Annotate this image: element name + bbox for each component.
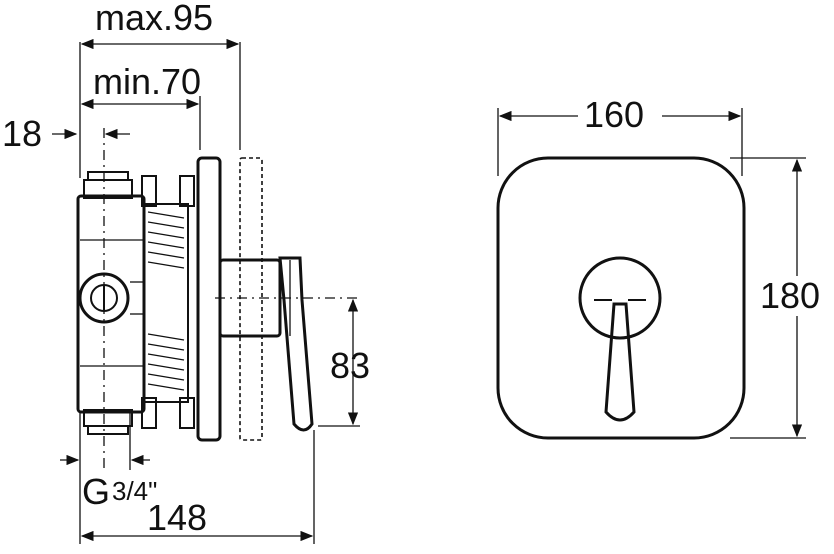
dimension-max-95: max.95 bbox=[79, 0, 241, 178]
rosette bbox=[578, 256, 662, 340]
label-thread-fraction: 3/4" bbox=[112, 476, 157, 506]
label-thread-g: G bbox=[82, 471, 110, 512]
dimension-148: 148 bbox=[79, 430, 315, 544]
handle-side bbox=[218, 256, 314, 432]
lever-handle-front bbox=[594, 299, 646, 422]
label-max-95: max.95 bbox=[95, 0, 213, 38]
label-160: 160 bbox=[584, 94, 644, 135]
dimension-min-70: min.70 bbox=[80, 61, 201, 150]
dimension-18: 18 bbox=[2, 113, 130, 154]
dimension-160: 160 bbox=[497, 90, 743, 176]
side-view: max.95 min.70 18 bbox=[2, 0, 370, 544]
threaded-sleeve bbox=[141, 175, 195, 429]
dimension-thread: G 3/4" bbox=[60, 412, 157, 512]
wall-plate-side bbox=[196, 156, 222, 442]
label-18: 18 bbox=[2, 113, 42, 154]
valve-body bbox=[76, 171, 146, 435]
cover-plate-front bbox=[496, 156, 746, 440]
label-83: 83 bbox=[330, 345, 370, 386]
dimension-83: 83 bbox=[318, 298, 370, 427]
label-min-70: min.70 bbox=[93, 61, 201, 102]
label-180: 180 bbox=[760, 275, 820, 316]
front-view: 160 180 bbox=[496, 90, 832, 440]
plate-max-position bbox=[239, 157, 263, 441]
dimension-180: 180 bbox=[730, 157, 832, 439]
label-148: 148 bbox=[147, 497, 207, 538]
